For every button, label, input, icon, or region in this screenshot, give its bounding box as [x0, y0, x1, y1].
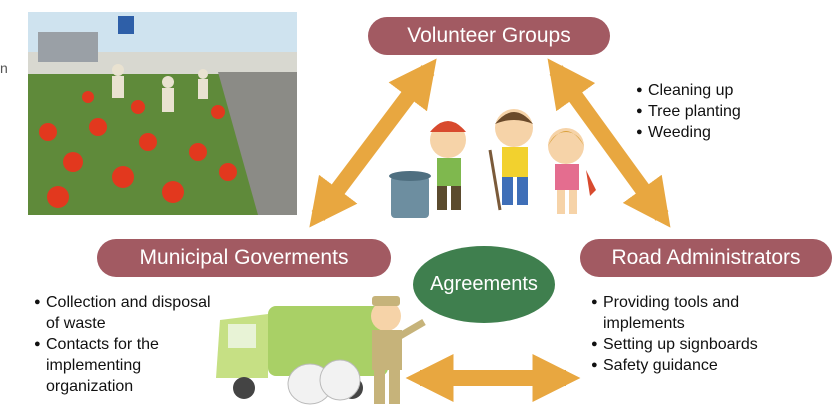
list-item: Tree planting	[636, 101, 741, 122]
garbage-truck-illustration	[216, 296, 426, 405]
list-item: Cleaning up	[636, 80, 741, 101]
list-item: Weeding	[636, 122, 741, 143]
list-item: Safety guidance	[591, 355, 821, 376]
road-administrators-label: Road Administrators	[580, 239, 832, 277]
volunteer-activities-list: Cleaning up Tree planting Weeding	[636, 80, 741, 143]
volunteer-children-illustration	[389, 109, 596, 218]
cropped-edge-text: n	[0, 60, 8, 76]
list-item: Collection and disposal of waste	[34, 292, 214, 334]
arrow-volunteer-road	[547, 58, 671, 228]
agreements-ellipse: Agreements	[413, 246, 555, 323]
volunteers-roadside-photo	[28, 12, 297, 215]
municipal-roles-list: Collection and disposal of waste Contact…	[34, 292, 214, 397]
municipal-governments-label: Municipal Goverments	[97, 239, 391, 277]
volunteer-groups-label: Volunteer Groups	[368, 17, 610, 55]
road-admin-roles-list: Providing tools and implements Setting u…	[591, 292, 821, 376]
list-item: Setting up signboards	[591, 334, 821, 355]
list-item: Providing tools and implements	[591, 292, 821, 334]
arrow-volunteer-municipal	[309, 58, 437, 228]
list-item: Contacts for the implementing organizati…	[34, 334, 214, 397]
